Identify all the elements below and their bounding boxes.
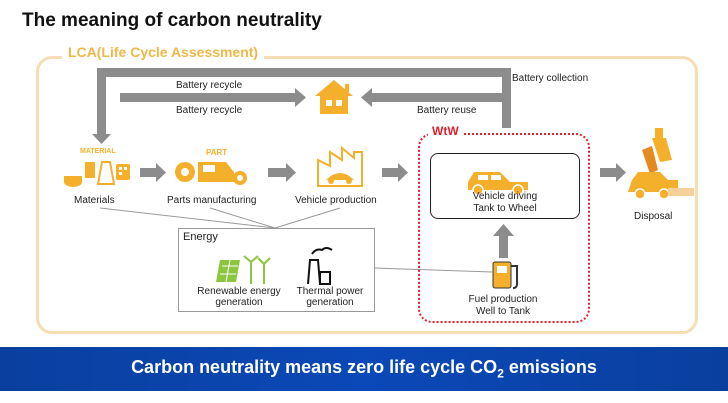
bottom-banner [0,347,728,391]
vehicle-production-label: Vehicle production [295,195,377,206]
battery-reuse-label: Battery reuse [417,105,477,116]
wtw-label: WtW [428,124,463,138]
banner-text-end: emissions [503,357,597,377]
lca-label: LCA(Life Cycle Assessment) [62,44,265,60]
energy-box [178,228,375,312]
arrow-vehicle-to-wtw [382,163,408,182]
process-arrows [140,163,626,258]
parts-manufacturing-label: Parts manufacturing [167,195,257,206]
disposal-label: Disposal [634,211,673,222]
battery-loop-arrows [92,68,511,144]
car-icon [468,172,528,196]
banner-text-main: Carbon neutrality means zero life cycle … [131,357,498,377]
battery-loop-top-bar [97,68,511,77]
arrowhead-to-materials [92,134,111,144]
materials-icon [64,161,130,187]
renewable-energy-label-line2: generation [215,297,263,308]
page-title: The meaning of carbon neutrality [22,10,322,31]
parts-icon-text: PART [206,148,228,157]
energy-connection-lines [99,207,493,273]
arrowhead-recycle [295,88,306,107]
factory-icon [317,145,363,187]
materials-icon-text: MATERIAL [80,148,116,155]
arrow-fuel-to-vehicle [493,224,514,258]
parts-icon [175,162,247,185]
tank-to-wheel-label: Tank to Wheel [473,203,537,214]
fuel-production-label: Fuel production [468,294,538,305]
banner-text: Carbon neutrality means zero life cycle … [0,357,728,381]
well-to-tank-label: Well to Tank [475,306,531,317]
fuel-pump-icon [492,261,518,289]
arrowhead-to-house [361,88,372,107]
battery-recycle-top-label: Battery recycle [176,80,243,91]
lca-frame [36,56,698,334]
arrow-parts-to-vehicle [268,163,296,182]
solar-wind-icon [216,255,271,284]
battery-collection-label: Battery collection [512,73,589,84]
battery-recycle-arrow-down [97,68,106,134]
thermal-power-label-line2: generation [306,297,354,308]
vehicle-driving-label: Vehicle driving [472,191,538,202]
battery-recycle-bottom-label: Battery recycle [176,105,243,116]
energy-label: Energy [183,231,218,243]
materials-label: Materials [74,195,115,206]
wtw-frame [418,133,590,323]
battery-recycle-arrow-bar [120,93,295,102]
thermal-power-label-line1: Thermal power [296,286,364,297]
renewable-energy-label-line1: Renewable energy [197,286,281,297]
banner-subscript: 2 [497,366,504,381]
house-icon [315,80,353,114]
thermal-plant-icon [307,247,333,285]
arrow-wtw-to-disposal [600,163,626,182]
disposal-robot-icon [628,128,694,200]
arrow-materials-to-parts [140,163,166,182]
battery-reuse-arrow-bar [372,93,511,102]
